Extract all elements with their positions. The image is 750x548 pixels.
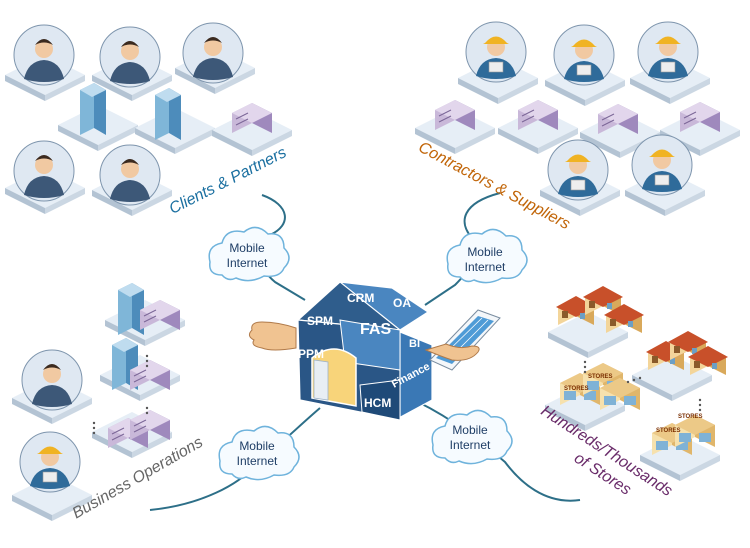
field-engineer-avatar-icon [19, 431, 81, 493]
cloud-label: Mobile [239, 439, 275, 453]
contractors-suppliers-cluster: Contractors & Suppliers [415, 21, 740, 233]
module-spm: SPM [307, 314, 333, 328]
central-house: CRM OA SPM FAS PPM BI Finance HCM [248, 281, 501, 422]
module-bi: BI [409, 338, 420, 350]
group-label-clients: Clients & Partners [167, 144, 290, 218]
cloud-label: Internet [465, 260, 506, 274]
module-oa: OA [393, 296, 411, 310]
tablet-icon [429, 309, 501, 371]
cloud-label: Internet [237, 454, 278, 468]
module-fas: FAS [360, 321, 391, 338]
worker-avatar-icon [547, 139, 609, 201]
store-sign: STORES [678, 414, 703, 420]
office-tower-icon [80, 83, 106, 135]
client-avatar-icon [99, 144, 161, 206]
cloud-label: Mobile [229, 241, 265, 255]
car-fleet-avatar-icon [21, 349, 83, 411]
office-tower-icon [155, 88, 181, 140]
cloud-label: Internet [227, 256, 268, 270]
module-hcm: HCM [364, 396, 391, 410]
cloud-label: Mobile [467, 245, 503, 259]
cloud-bottom-right: Mobile Internet [431, 409, 513, 465]
client-avatar-icon [182, 22, 244, 84]
clients-partners-cluster: Clients & Partners [5, 22, 292, 218]
worker-avatar-icon [465, 21, 527, 83]
ellipsis-dots [92, 354, 149, 435]
stores-cluster: STORES STORES STORES STORES Hundreds/Tho… [538, 286, 728, 500]
cloud-top-left: Mobile Internet [208, 226, 290, 282]
tablet-user-avatar-icon [13, 140, 75, 202]
worker-avatar-icon [631, 134, 693, 196]
module-crm: CRM [347, 291, 374, 305]
cloud-top-right: Mobile Internet [446, 228, 528, 284]
client-avatar-icon [13, 24, 75, 86]
store-sign: STORES [588, 374, 613, 380]
cloud-bottom-left: Mobile Internet [218, 425, 300, 481]
business-operations-cluster: Business Operations [12, 283, 206, 522]
worker-avatar-icon [637, 21, 699, 83]
module-ppm: PPM [298, 347, 324, 361]
hand-left-icon [248, 321, 297, 351]
client-avatar-icon [99, 26, 161, 88]
store-sign: STORES [656, 428, 681, 434]
cloud-label: Mobile [452, 423, 488, 437]
hand-right-icon [424, 343, 480, 361]
ellipsis-dots [583, 360, 702, 412]
store-sign: STORES [564, 386, 589, 392]
cloud-label: Internet [450, 438, 491, 452]
worker-avatar-icon [553, 24, 615, 86]
